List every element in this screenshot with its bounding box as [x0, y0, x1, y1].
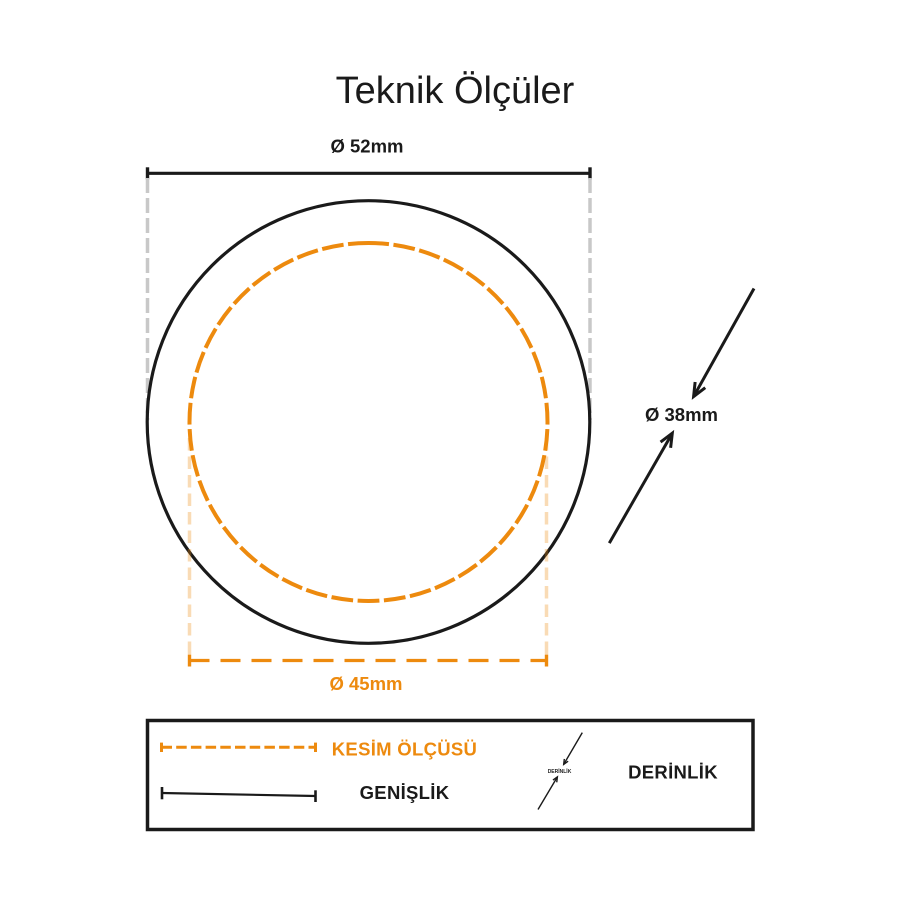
outer-circle	[145, 199, 592, 645]
outer-diameter-label: Ø 52mm	[330, 136, 403, 157]
legend-depth-label: DERİNLİK	[628, 762, 718, 783]
legend-row-depth: DERİNLİK DERİNLİK	[537, 732, 718, 810]
legend-depth-arrow-upper	[562, 732, 583, 766]
outer-diameter-dimension: Ø 52mm	[145, 136, 592, 420]
depth-dimension: Ø 38mm	[607, 287, 756, 544]
legend-cut-label: KESİM ÖLÇÜSÜ	[332, 739, 477, 760]
page-title: Teknik Ölçüler	[336, 70, 575, 112]
legend-depth-arrow-lower	[537, 775, 559, 810]
legend-width-line	[161, 791, 316, 798]
depth-arrow-lower	[607, 429, 675, 544]
legend-width-label: GENİŞLİK	[360, 782, 450, 803]
legend-depth-symbol-label: DERİNLİK	[548, 768, 572, 775]
legend: KESİM ÖLÇÜSÜ GENİŞLİK DERİNLİK DERİNLİK	[145, 718, 755, 832]
depth-arrow-upper	[691, 287, 756, 400]
cut-circle	[187, 240, 550, 604]
cut-diameter-label: Ø 45mm	[329, 673, 402, 694]
legend-row-width: GENİŞLİK	[160, 782, 450, 803]
legend-row-cut-size: KESİM ÖLÇÜSÜ	[160, 739, 477, 760]
cut-diameter-dimension: Ø 45mm	[187, 438, 549, 694]
depth-label: Ø 38mm	[645, 404, 718, 425]
legend-box	[145, 718, 755, 832]
